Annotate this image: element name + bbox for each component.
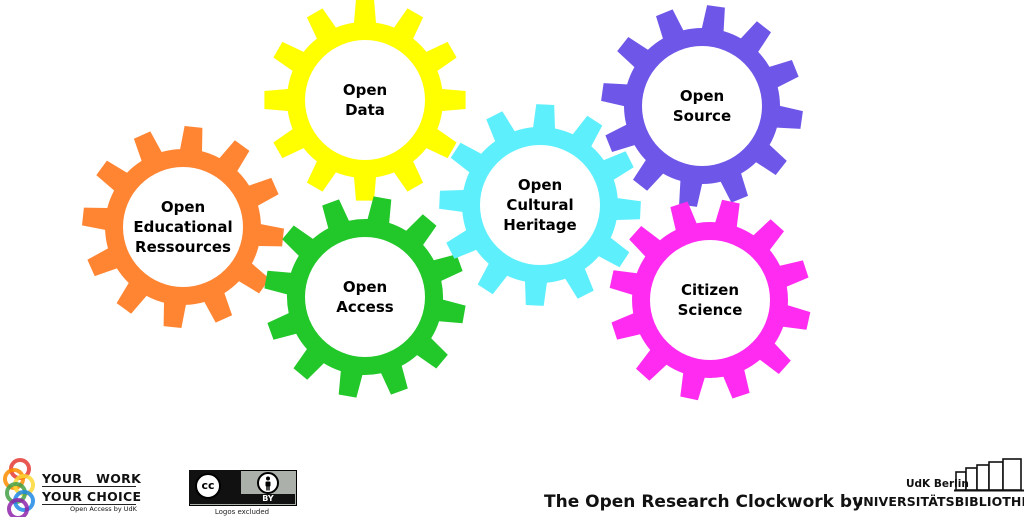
gear-label-line: Open — [161, 198, 205, 216]
gear-label-line: Cultural — [506, 196, 573, 214]
your-work-your-choice-logo: YOUR WORK YOUR CHOICE Open Access by UdK — [0, 455, 145, 517]
gear-label-line: Citizen — [681, 281, 739, 299]
gear-label-line: Data — [345, 101, 385, 119]
gear-label-line: Educational — [133, 218, 232, 236]
cc-by-label: BY — [262, 494, 274, 503]
gear-label-line: Open — [518, 176, 562, 194]
cc-by-strip — [241, 494, 295, 504]
gear-hub — [642, 46, 762, 166]
gear-hub — [650, 240, 770, 360]
gear-hub — [480, 145, 600, 265]
attribution-person-icon — [257, 472, 279, 494]
gear-label-line: Open — [343, 81, 387, 99]
logo-divider — [42, 504, 136, 505]
padlock-rings-icon — [3, 458, 35, 517]
logo-line-2: YOUR CHOICE — [42, 489, 142, 504]
gear-diagram: OpenDataOpenEducationalRessourcesOpenAcc… — [82, 0, 811, 401]
logo-divider — [42, 486, 136, 487]
footer-title: The Open Research Clockwork by — [544, 492, 864, 512]
logo-subtitle: Open Access by UdK — [70, 505, 137, 513]
gear-hub — [123, 167, 243, 287]
cc-icon: cc — [195, 473, 221, 499]
library-building-icon — [954, 458, 1024, 492]
gear-hub — [305, 237, 425, 357]
gear-label-line: Science — [678, 301, 743, 319]
gear-label-line: Access — [336, 298, 393, 316]
logo-ring — [7, 498, 29, 517]
gear-label-line: Source — [673, 107, 731, 125]
udk-line-2: UNIVERSITÄTSBIBLIOTHEK — [853, 494, 1024, 509]
udk-line-1: UdK Berlin — [906, 478, 969, 490]
gear-label-line: Ressources — [135, 238, 231, 256]
udk-library-logo[interactable]: UdK Berlin UNIVERSITÄTSBIBLIOTHEK — [850, 456, 1024, 518]
gear-hub — [305, 40, 425, 160]
gear-label-line: Open — [343, 278, 387, 296]
gear-label-line: Open — [680, 87, 724, 105]
logo-line-1: YOUR WORK — [42, 471, 142, 486]
gear-label-line: Heritage — [503, 216, 576, 234]
cc-by-license-badge[interactable]: cc BY Logos excluded — [189, 470, 297, 516]
cc-note: Logos excluded — [214, 508, 270, 516]
